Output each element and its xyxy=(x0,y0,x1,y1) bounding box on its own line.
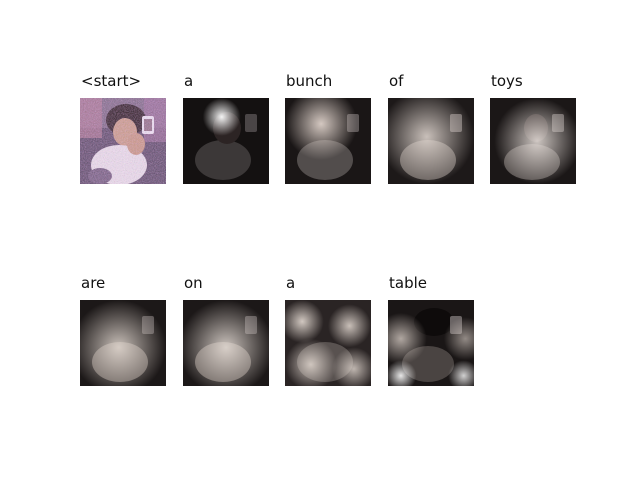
word-label: table xyxy=(389,274,427,292)
word-label: a xyxy=(286,274,296,292)
original-photo xyxy=(80,98,166,184)
attention-map xyxy=(388,98,474,184)
attention-map xyxy=(80,300,166,386)
word-label: bunch xyxy=(286,72,333,90)
word-label: on xyxy=(184,274,203,292)
attention-map xyxy=(183,98,269,184)
word-label: are xyxy=(81,274,106,292)
word-label: toys xyxy=(491,72,523,90)
word-label: of xyxy=(389,72,404,90)
attention-map xyxy=(183,300,269,386)
word-label: <start> xyxy=(81,72,142,90)
word-label: a xyxy=(184,72,194,90)
attention-map xyxy=(285,300,371,386)
attention-map xyxy=(388,300,474,386)
attention-map xyxy=(285,98,371,184)
attention-map xyxy=(490,98,576,184)
